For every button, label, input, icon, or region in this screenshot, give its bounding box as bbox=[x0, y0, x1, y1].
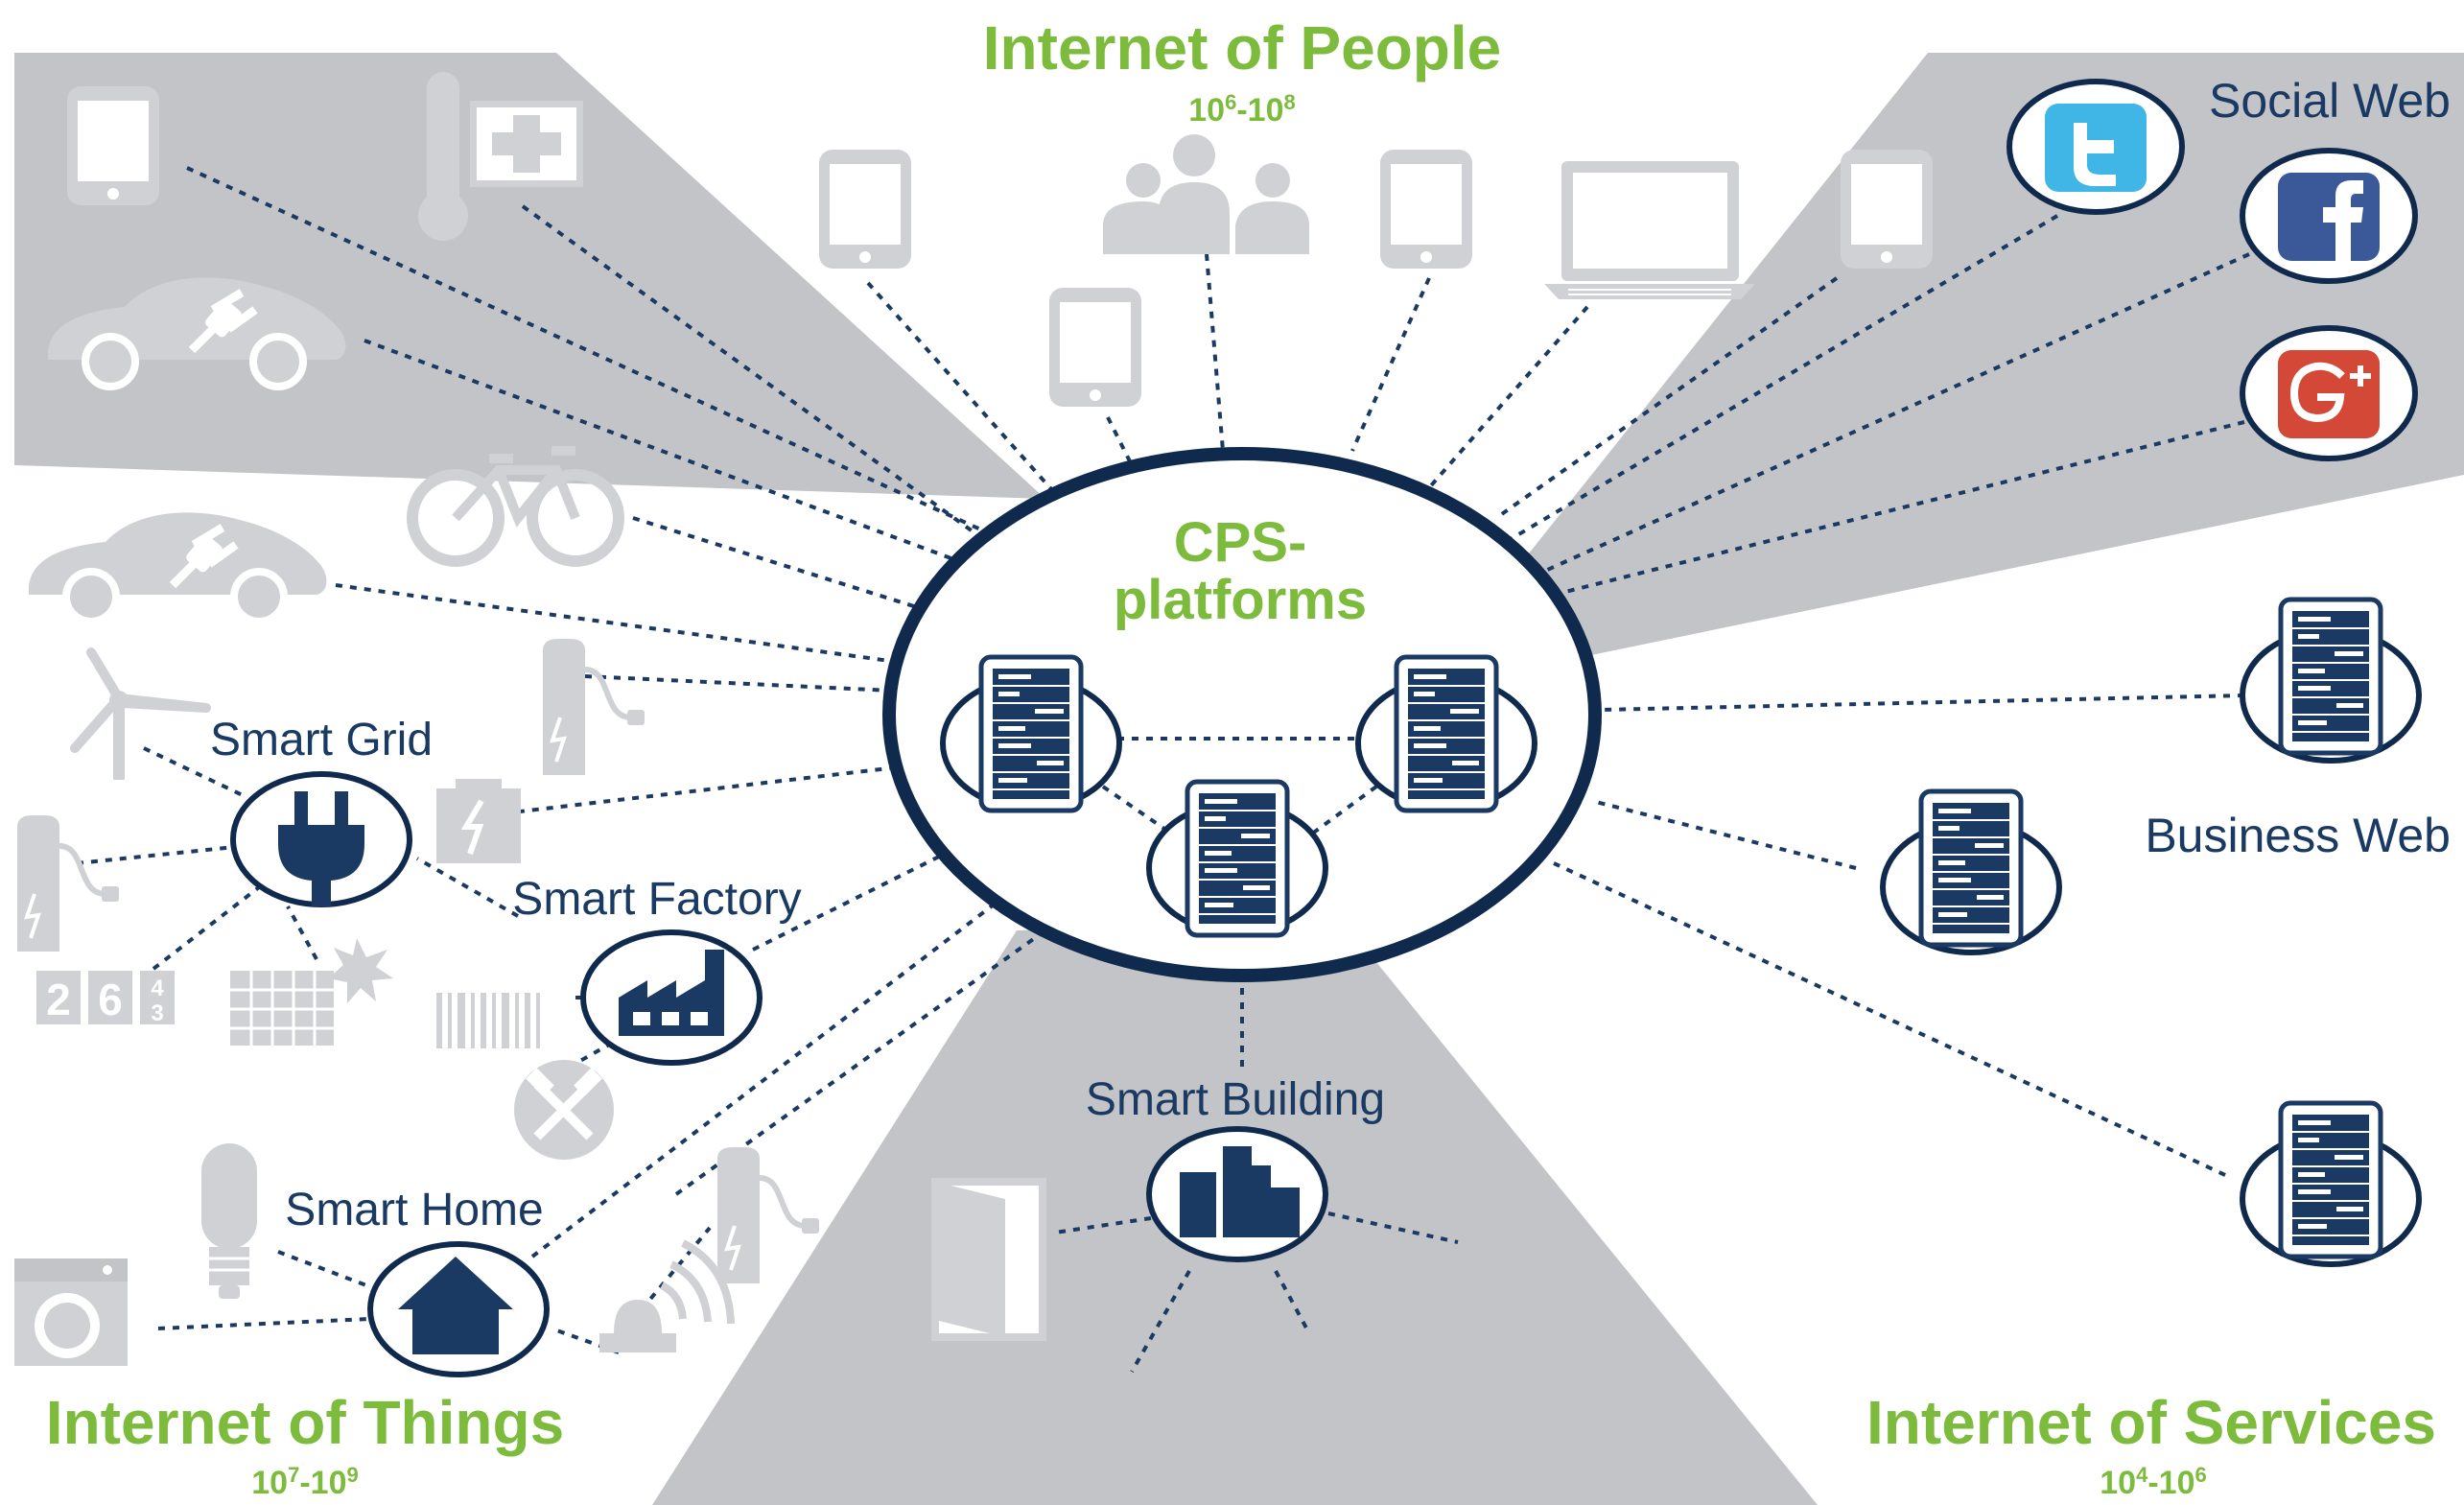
smart-grid-label: Smart Grid bbox=[210, 715, 433, 765]
connector-lines bbox=[76, 166, 2250, 1373]
charging-station-icon bbox=[543, 639, 645, 775]
smart-grid-node bbox=[230, 771, 412, 907]
facebook-icon bbox=[2240, 148, 2418, 284]
tablet-icon bbox=[67, 86, 159, 205]
cps-title-line2: platforms bbox=[1114, 569, 1367, 631]
internet-of-people-title: Internet of People bbox=[983, 13, 1502, 82]
server-icon bbox=[981, 657, 1081, 811]
business-web-label: Business Web bbox=[2145, 809, 2451, 862]
business-web-server-1 bbox=[2240, 600, 2422, 764]
tablet-icon bbox=[819, 150, 911, 269]
meter-icon: 2 6 4 3 bbox=[36, 971, 175, 1026]
smart-factory-node bbox=[580, 929, 763, 1066]
barcode-icon bbox=[436, 993, 540, 1048]
cps-server-right bbox=[1355, 657, 1537, 811]
charging-station-icon bbox=[17, 815, 119, 952]
light-bulb-icon bbox=[201, 1143, 257, 1299]
bicycle-icon bbox=[407, 446, 624, 567]
internet-of-services-range: 104-106 bbox=[2100, 1463, 2206, 1501]
smart-building-label: Smart Building bbox=[1086, 1074, 1385, 1125]
plug-icon bbox=[278, 791, 364, 906]
server-icon bbox=[1187, 782, 1287, 935]
battery-icon bbox=[436, 779, 521, 863]
server-icon bbox=[1396, 657, 1496, 811]
google-plus-icon bbox=[2240, 325, 2418, 461]
smart-home-node bbox=[367, 1241, 550, 1377]
thermometer-icon bbox=[418, 72, 468, 241]
cps-server-left bbox=[940, 657, 1122, 811]
wind-turbine-icon bbox=[70, 647, 211, 780]
internet-of-people-range: 106-108 bbox=[1188, 90, 1295, 129]
business-web-server-3 bbox=[2240, 1103, 2422, 1267]
house-icon bbox=[398, 1257, 513, 1354]
tablet-icon bbox=[1380, 150, 1472, 269]
svg-text:4: 4 bbox=[151, 976, 164, 1001]
social-web-fan bbox=[1420, 53, 2464, 691]
server-icon bbox=[1921, 791, 2021, 945]
svg-text:2: 2 bbox=[46, 975, 71, 1024]
charging-station-icon bbox=[717, 1147, 819, 1283]
smart-building-node bbox=[1146, 1126, 1328, 1262]
social-web-label: Social Web bbox=[2209, 74, 2451, 128]
smart-factory-label: Smart Factory bbox=[512, 874, 801, 925]
internet-of-services-title: Internet of Services bbox=[1866, 1388, 2436, 1457]
washing-machine-icon bbox=[14, 1258, 128, 1366]
svg-text:3: 3 bbox=[151, 1000, 163, 1026]
svg-text:6: 6 bbox=[98, 975, 123, 1024]
cps-server-bottom bbox=[1146, 782, 1328, 935]
tablet-icon bbox=[1841, 150, 1933, 269]
solar-panel-icon bbox=[230, 938, 393, 1046]
server-icon bbox=[2281, 1103, 2381, 1257]
alarm-siren-icon bbox=[599, 1239, 735, 1352]
business-web-server-2 bbox=[1880, 791, 2062, 955]
factory-icon bbox=[619, 950, 724, 1036]
internet-of-things-range: 107-109 bbox=[251, 1463, 358, 1501]
smart-home-label: Smart Home bbox=[285, 1185, 543, 1235]
cps-platforms-hub: CPS- platforms bbox=[882, 447, 1602, 982]
twitter-icon bbox=[2006, 79, 2185, 215]
server-icon bbox=[2281, 600, 2381, 753]
internet-of-things-title: Internet of Things bbox=[46, 1388, 564, 1457]
tools-icon bbox=[514, 1060, 614, 1160]
people-icon bbox=[1103, 134, 1309, 254]
tablet-icon bbox=[1049, 288, 1141, 407]
medical-cross-icon bbox=[470, 101, 583, 187]
cps-title-line1: CPS- bbox=[1174, 511, 1307, 574]
door-icon bbox=[931, 1178, 1046, 1341]
electric-car-icon bbox=[29, 512, 326, 622]
building-icon bbox=[1180, 1146, 1300, 1237]
laptop-icon bbox=[1544, 161, 1755, 299]
